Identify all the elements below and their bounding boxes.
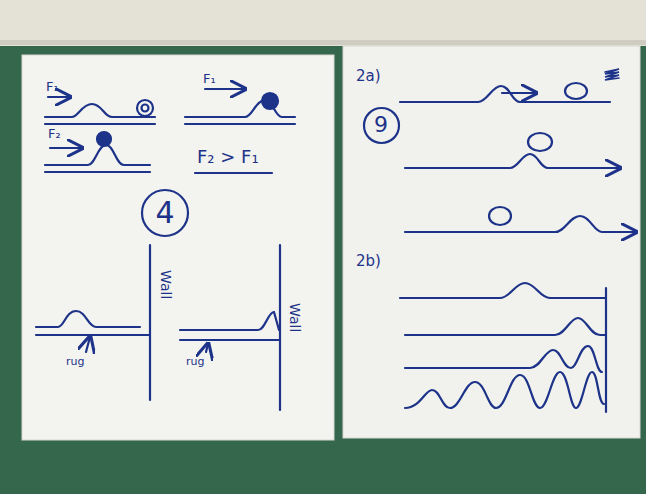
number-text: 9	[374, 114, 388, 136]
number-text: 4	[155, 198, 174, 228]
handwritten-label: F₂ > F₁	[197, 147, 259, 167]
handwritten-label: Wall	[287, 303, 302, 332]
handwritten-label: F₁	[203, 72, 216, 86]
handwritten-label: rug	[66, 356, 84, 368]
handwritten-label: rug	[186, 356, 204, 368]
handwritten-label: F₁	[46, 80, 59, 94]
handwritten-label: 2a)	[356, 68, 381, 85]
circled-number: 4	[140, 188, 190, 238]
handwritten-label: F₂	[48, 127, 61, 141]
circled-number: 9	[362, 106, 401, 145]
handwritten-label: 2b)	[356, 253, 381, 270]
handwritten-label: Wall	[158, 270, 173, 299]
